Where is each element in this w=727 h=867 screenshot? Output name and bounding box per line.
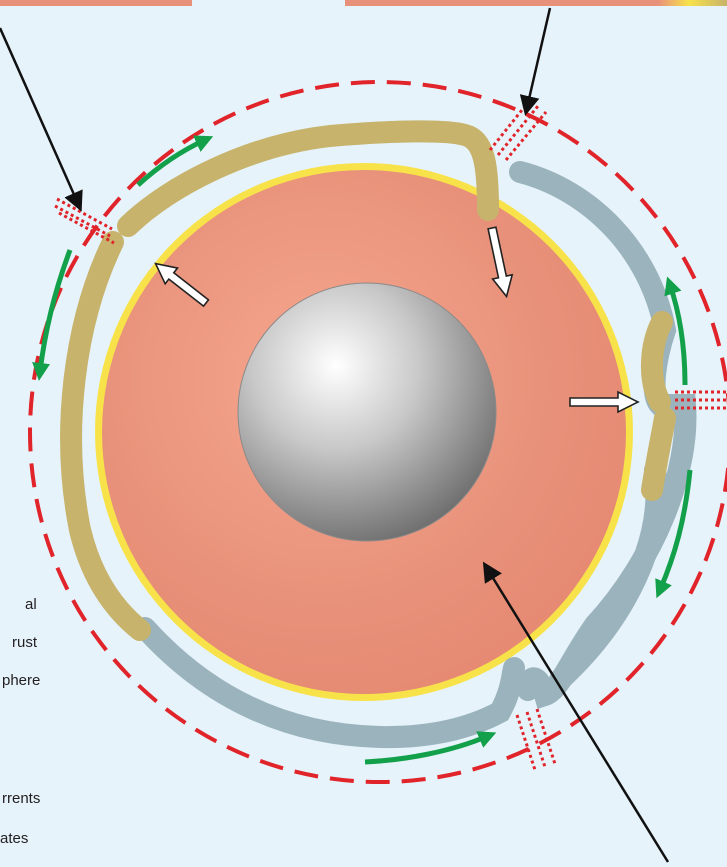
- legend-label-1: al: [25, 596, 37, 613]
- black-pointer-arrow-icon: [526, 8, 550, 112]
- legend-label-5: ates: [0, 830, 28, 847]
- current-arrow-left: [40, 250, 70, 372]
- continental-plate-right-upper: [652, 322, 662, 402]
- continental-plate-right-lower: [652, 418, 665, 490]
- boundary-break-top: [490, 100, 546, 160]
- legend-label-4: rrents: [2, 790, 40, 807]
- legend-label-3: phere: [2, 672, 40, 689]
- legend-label-2: rust: [12, 634, 37, 651]
- black-pointer-arrow-icon: [485, 565, 668, 862]
- core: [238, 283, 496, 541]
- black-pointer-arrow-icon: [0, 28, 80, 208]
